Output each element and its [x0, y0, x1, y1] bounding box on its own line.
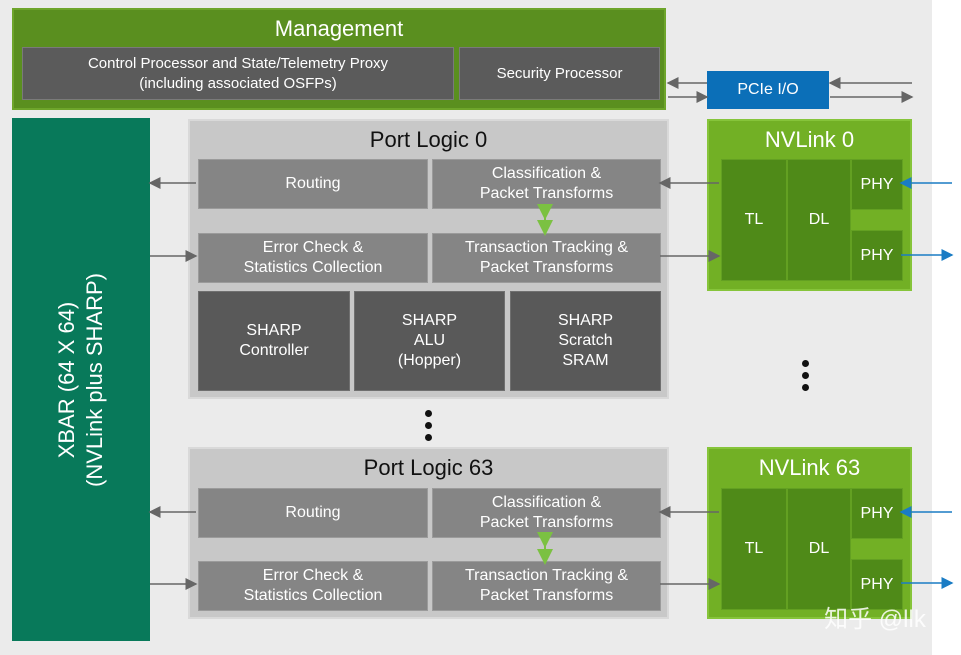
- port-logic-63-transaction-tracking: Transaction Tracking & Packet Transforms: [432, 561, 661, 611]
- port-logic-ellipsis-icon: [425, 410, 433, 442]
- management-title: Management: [274, 16, 404, 41]
- port-logic-0-classification: Classification & Packet Transforms: [432, 159, 661, 209]
- watermark: 知乎 @llk: [824, 605, 926, 633]
- port-logic-63-title: Port Logic 63: [363, 455, 494, 480]
- nvlink-0-dl: DL: [787, 159, 851, 281]
- port-logic-0-title: Port Logic 0: [369, 127, 488, 152]
- nvlink-0-tl: TL: [721, 159, 787, 281]
- management-block: Management Control Processor and State/T…: [12, 8, 666, 110]
- port-logic-0-routing: Routing: [198, 159, 428, 209]
- nvlink-63: NVLink 63 TL DL PHY PHY: [707, 447, 912, 619]
- port-logic-0: Port Logic 0 Routing Classification & Pa…: [188, 119, 669, 399]
- security-processor-box: Security Processor: [459, 47, 660, 100]
- nvlink-0: NVLink 0 TL DL PHY PHY: [707, 119, 912, 291]
- control-processor-box: Control Processor and State/Telemetry Pr…: [22, 47, 454, 100]
- xbar-block: XBAR (64 X 64) (NVLink plus SHARP): [12, 118, 150, 641]
- port-logic-0-transaction-tracking: Transaction Tracking & Packet Transforms: [432, 233, 661, 283]
- port-logic-63-classification: Classification & Packet Transforms: [432, 488, 661, 538]
- port-logic-63-error-check: Error Check & Statistics Collection: [198, 561, 428, 611]
- nvlink-0-title: NVLink 0: [764, 127, 855, 152]
- sharp-alu: SHARP ALU (Hopper): [354, 291, 505, 391]
- port-logic-0-error-check: Error Check & Statistics Collection: [198, 233, 428, 283]
- sharp-controller: SHARP Controller: [198, 291, 350, 391]
- pcie-io-box: PCIe I/O: [707, 71, 829, 109]
- port-logic-63: Port Logic 63 Routing Classification & P…: [188, 447, 669, 619]
- diagram-canvas: Management Control Processor and State/T…: [0, 0, 932, 655]
- nvlink-63-dl: DL: [787, 488, 851, 610]
- nvlink-ellipsis-icon: [802, 360, 810, 392]
- nvlink-63-tl: TL: [721, 488, 787, 610]
- nvlink-63-title: NVLink 63: [758, 455, 861, 480]
- sharp-scratch-sram: SHARP Scratch SRAM: [510, 291, 661, 391]
- port-logic-63-routing: Routing: [198, 488, 428, 538]
- nvlink-63-phy-bottom: PHY: [851, 559, 903, 610]
- nvlink-0-phy-bottom: PHY: [851, 230, 903, 281]
